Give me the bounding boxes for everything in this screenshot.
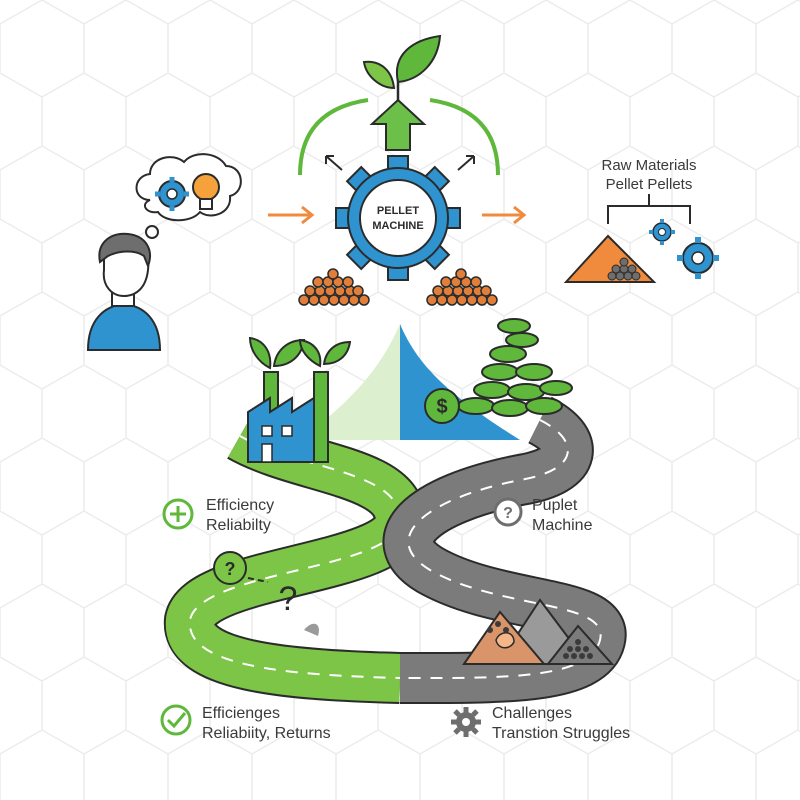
puplet-machine-label: Puplet Machine [532, 496, 592, 536]
efficiences-bottom-line1: Efficienges [202, 705, 280, 722]
challenges-line2: Transtion Struggles [492, 725, 631, 742]
svg-text:?: ? [279, 580, 298, 618]
diagonal-arrows [325, 155, 475, 171]
bracket-connector [607, 194, 691, 224]
rock-pile-icon [462, 598, 615, 665]
dollar-coin-icon: $ [424, 388, 460, 424]
money-stack-icon [457, 318, 573, 417]
efficiency-top-label: Efficiency Reliabilty [206, 496, 274, 536]
efficiency-top-line2: Reliabilty [206, 517, 271, 534]
orange-arrow-right [482, 205, 527, 225]
question-marker-icon: ? ? [213, 551, 319, 636]
factory-icon [247, 371, 329, 463]
check-circle-icon [160, 704, 192, 736]
pellet-pile-icon [426, 268, 498, 306]
green-fan [300, 324, 400, 440]
plus-circle-icon [162, 498, 194, 530]
pellet-pile-icon [298, 268, 370, 306]
svg-text:?: ? [225, 559, 236, 579]
sprout-icon [362, 34, 442, 100]
question-circle-icon: ? [493, 497, 523, 527]
challenges-label: Challenges Transtion Struggles [492, 704, 630, 744]
puplet-line2: Machine [532, 517, 593, 534]
raw-materials-line2: Pellet Pellets [606, 176, 693, 193]
small-gear-icon [649, 219, 675, 245]
efficiences-bottom-label: Efficienges Reliabiity, Returns [202, 704, 331, 744]
green-road [163, 412, 427, 704]
idea-gear-icon [155, 177, 189, 211]
person-icon [86, 232, 162, 351]
factory-leaves-icon [248, 336, 352, 370]
orange-arrow-left [268, 205, 315, 225]
challenges-line1: Challenges [492, 705, 573, 722]
gear-label-line2: MACHINE [372, 220, 423, 232]
raw-material-pile-icon [563, 234, 657, 283]
pellet-machine-gear-icon [335, 155, 461, 281]
gear-icon [451, 707, 481, 737]
lightbulb-icon [192, 173, 220, 210]
up-arrow-icon [369, 98, 427, 151]
large-gear-icon [677, 237, 719, 279]
efficiency-top-line1: Efficiency [206, 497, 275, 514]
raw-materials-line1: Raw Materials [601, 157, 696, 174]
efficiences-bottom-line2: Reliabiity, Returns [202, 725, 331, 742]
svg-text:?: ? [503, 505, 513, 522]
gear-label-line1: PELLET [377, 205, 419, 217]
puplet-line1: Puplet [532, 497, 578, 514]
svg-text:$: $ [436, 396, 447, 418]
gray-road [382, 396, 627, 705]
growth-arc [298, 98, 500, 176]
